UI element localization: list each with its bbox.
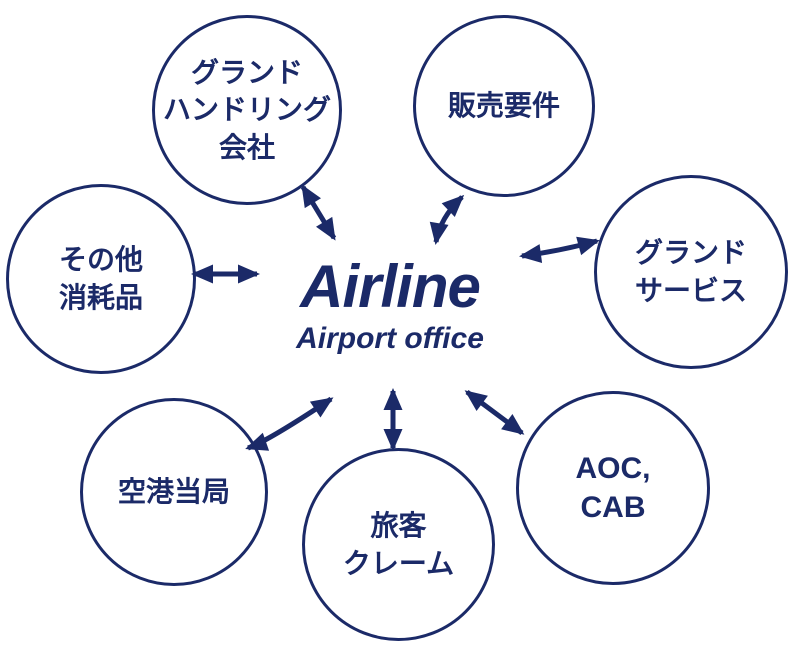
center-title: Airline — [300, 253, 481, 320]
node-airport-authority: 空港当局 — [80, 398, 268, 586]
node-label-airport-authority: 空港当局 — [117, 476, 230, 508]
center-subtitle: Airport office — [296, 322, 484, 355]
node-label-ground-handling-company: グランド ハンドリング 会社 — [162, 56, 331, 163]
node-label-ground-service: グランド サービス — [634, 237, 747, 306]
node-passenger-claims: 旅客 クレーム — [302, 448, 495, 641]
arrow-center-ground-service — [519, 236, 600, 263]
arrow-center-sales-requirements — [429, 194, 465, 245]
node-label-aoc-cab: AOC, CAB — [575, 452, 651, 524]
node-label-passenger-claims: 旅客 クレーム — [342, 509, 455, 579]
node-sales-requirements: 販売要件 — [413, 15, 595, 197]
node-other-consumables: その他 消耗品 — [6, 184, 196, 374]
node-ground-service: グランド サービス — [594, 175, 788, 369]
arrow-center-airport-authority — [245, 396, 334, 451]
node-label-sales-requirements: 販売要件 — [447, 90, 560, 122]
node-aoc-cab: AOC, CAB — [516, 391, 710, 585]
arrow-center-ground-handling — [300, 184, 337, 241]
center-logo: Airline Airport office — [254, 256, 526, 355]
node-label-other-consumables: その他 消耗品 — [58, 244, 143, 313]
arrow-center-aoc-cab — [464, 389, 525, 436]
node-ground-handling-company: グランド ハンドリング 会社 — [152, 15, 342, 205]
